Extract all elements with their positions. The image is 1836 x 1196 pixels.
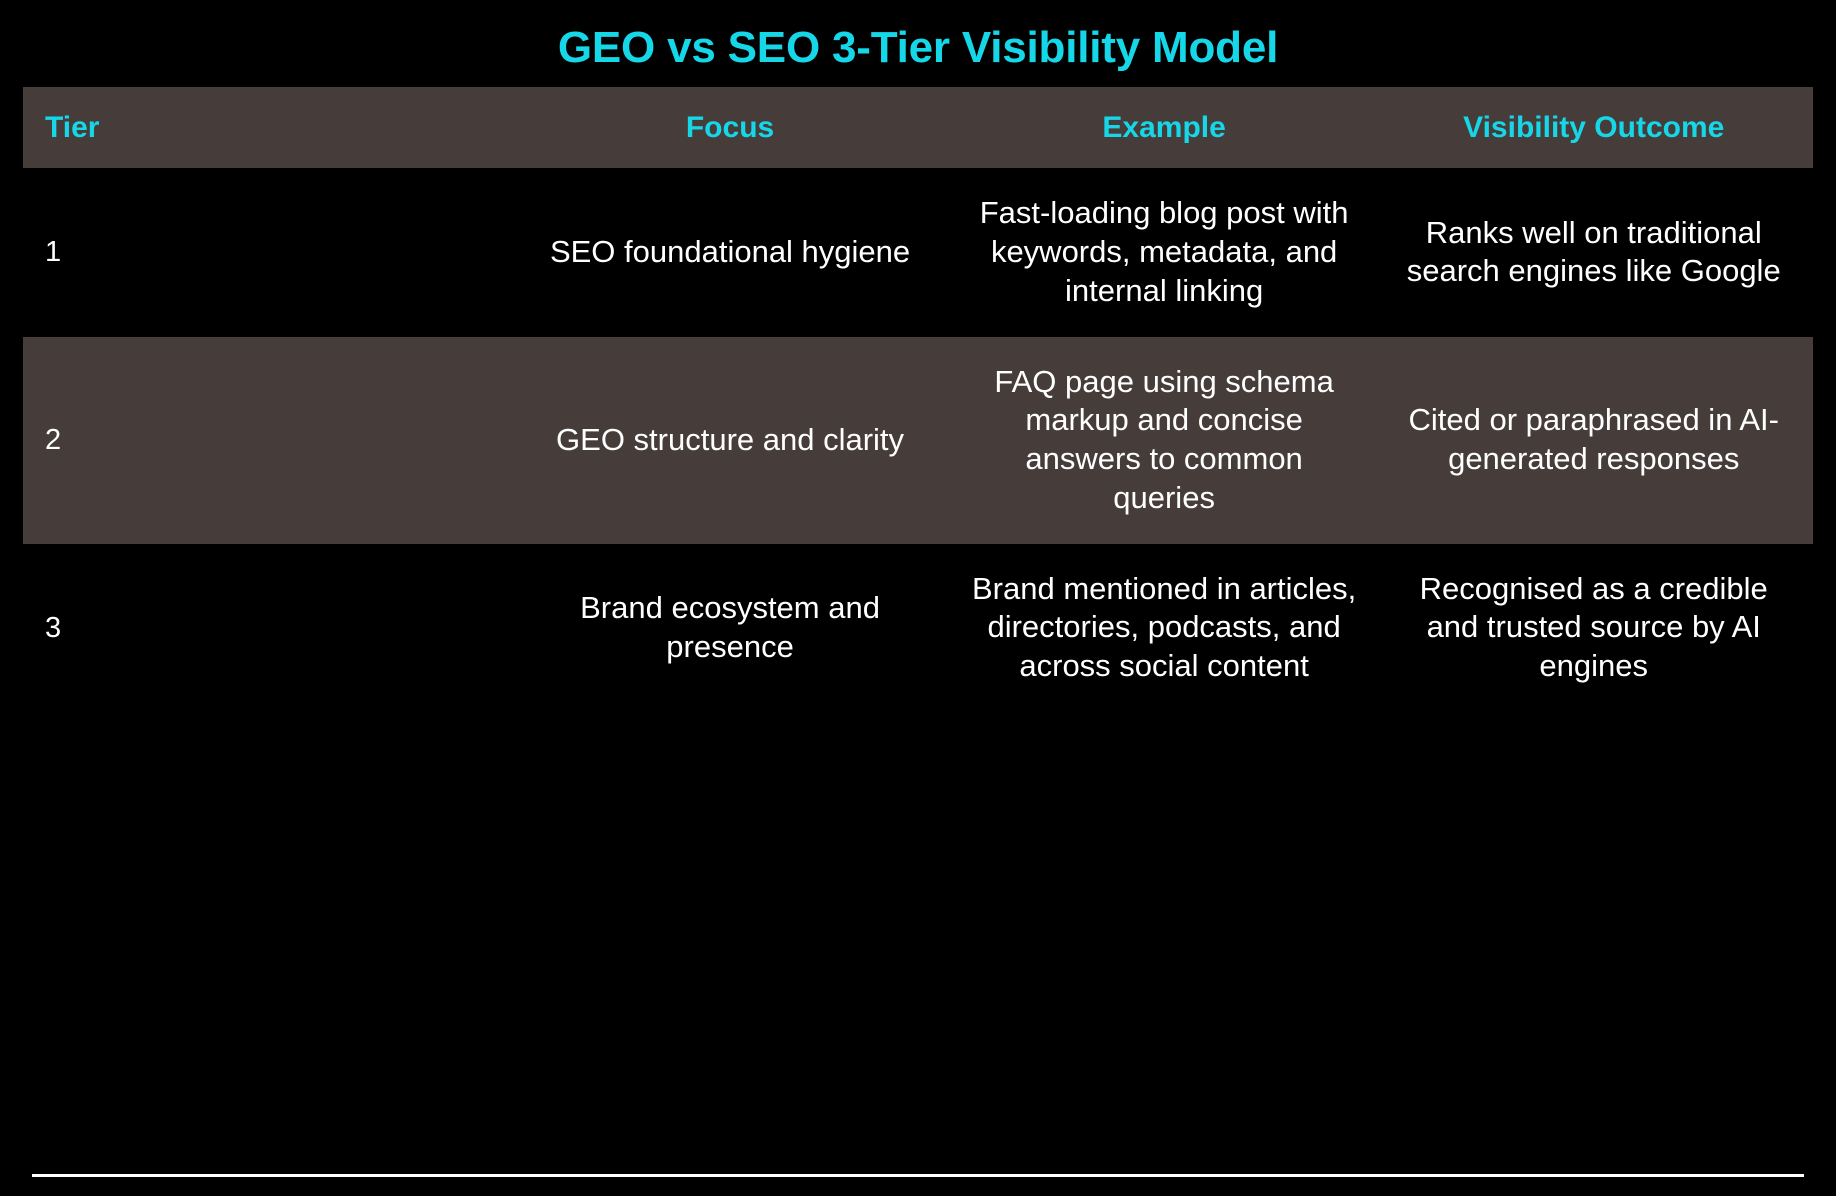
visibility-model-table: Tier Focus Example Visibility Outcome 1 … <box>23 86 1813 712</box>
cell-outcome: Cited or paraphrased in AI-generated res… <box>1408 402 1779 477</box>
table-row: 3 Brand ecosystem and presence Brand men… <box>23 543 1813 712</box>
cell-example: Brand mentioned in articles, directories… <box>971 570 1357 684</box>
table-body: 1 SEO foundational hygiene Fast-loading … <box>23 168 1813 712</box>
cell-focus: SEO foundational hygiene <box>549 234 911 270</box>
page-title: GEO vs SEO 3-Tier Visibility Model <box>557 23 1279 72</box>
cell-tier: 2 <box>45 423 62 456</box>
cell-outcome: Recognised as a credible and trusted sou… <box>1419 570 1768 684</box>
column-header-example: Example <box>1102 110 1226 144</box>
table-row: 1 SEO foundational hygiene Fast-loading … <box>23 168 1813 337</box>
column-header-tier: Tier <box>45 110 100 144</box>
table-header-row: Tier Focus Example Visibility Outcome <box>23 86 1813 169</box>
cell-tier: 3 <box>45 611 62 644</box>
cell-example: Fast-loading blog post with keywords, me… <box>979 195 1349 308</box>
cell-outcome: Ranks well on traditional search engines… <box>1406 214 1781 289</box>
cell-tier: 1 <box>45 236 62 269</box>
cell-focus: Brand ecosystem and presence <box>580 589 880 664</box>
column-header-outcome: Visibility Outcome <box>1463 110 1725 144</box>
column-header-focus: Focus <box>685 110 775 144</box>
table-row: 2 GEO structure and clarity FAQ page usi… <box>23 336 1813 544</box>
table-header: Tier Focus Example Visibility Outcome <box>23 86 1813 169</box>
cell-example: FAQ page using schema markup and concise… <box>994 363 1334 515</box>
bottom-divider <box>32 1174 1804 1177</box>
cell-focus: GEO structure and clarity <box>556 421 905 457</box>
